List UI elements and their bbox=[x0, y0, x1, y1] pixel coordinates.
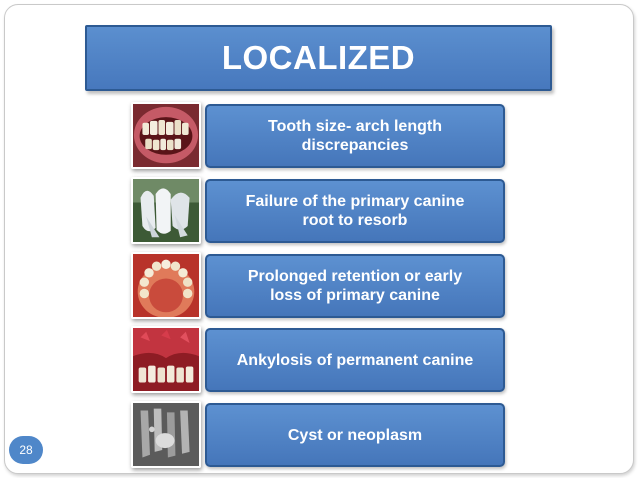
tooth-model-photo bbox=[131, 177, 201, 244]
crowded-teeth-photo bbox=[131, 102, 201, 169]
list-item: Prolonged retention or early loss of pri… bbox=[131, 252, 506, 320]
cause-label: Failure of the primary canine root to re… bbox=[245, 193, 465, 229]
cause-box: Prolonged retention or early loss of pri… bbox=[205, 254, 505, 318]
list-item: Ankylosis of permanent canine bbox=[131, 326, 506, 394]
dental-xray-photo bbox=[131, 401, 201, 468]
cause-box: Ankylosis of permanent canine bbox=[205, 328, 505, 392]
cause-label: Prolonged retention or early loss of pri… bbox=[247, 268, 463, 304]
list-item: Failure of the primary canine root to re… bbox=[131, 177, 506, 245]
title-banner: LOCALIZED bbox=[85, 25, 552, 91]
cause-label: Ankylosis of permanent canine bbox=[236, 351, 474, 369]
slide-title: LOCALIZED bbox=[221, 39, 416, 76]
cause-box: Cyst or neoplasm bbox=[205, 403, 505, 467]
cause-label: Cyst or neoplasm bbox=[287, 426, 423, 444]
cause-box: Tooth size- arch length discrepancies bbox=[205, 104, 505, 168]
slide-number: 28 bbox=[9, 436, 43, 464]
cause-box: Failure of the primary canine root to re… bbox=[205, 179, 505, 243]
list-item: Tooth size- arch length discrepancies bbox=[131, 102, 506, 170]
gum-tissue-photo bbox=[131, 326, 201, 393]
lower-arch-photo bbox=[131, 252, 201, 319]
cause-label: Tooth size- arch length discrepancies bbox=[268, 118, 442, 154]
list-item: Cyst or neoplasm bbox=[131, 401, 506, 469]
